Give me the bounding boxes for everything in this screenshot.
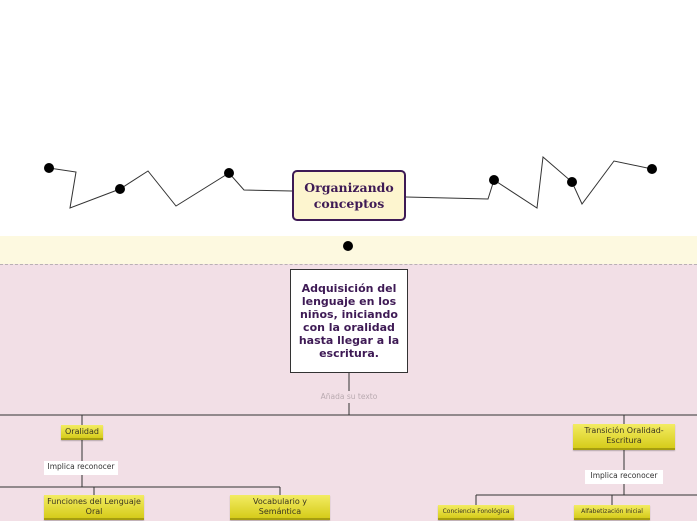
floating-node-dot[interactable]	[44, 163, 54, 173]
relation-label-implica[interactable]: Implica reconocer	[585, 470, 663, 484]
floating-node-dot[interactable]	[343, 241, 353, 251]
main-topic[interactable]: Adquisición del lenguaje en los niños, i…	[290, 269, 408, 373]
subtopic-text: Vocabulario y Semántica	[252, 496, 307, 516]
right-zigzag-line	[405, 156, 653, 209]
subtopic-vocabulario[interactable]: Vocabulario y Semántica	[230, 495, 330, 520]
floating-node-dot[interactable]	[115, 184, 125, 194]
relation-label-text: Implica reconocer	[590, 471, 658, 480]
placeholder-text: Añada su texto	[320, 392, 378, 401]
add-text-placeholder[interactable]: Añada su texto	[308, 391, 390, 403]
subtopic-text: Alfabetización Inicial	[581, 507, 643, 515]
subtopic-oralidad[interactable]: Oralidad	[61, 425, 103, 440]
subtopic-alfabetizacion[interactable]: Alfabetización Inicial	[574, 505, 650, 520]
subtopic-text: Transición Oralidad-Escritura	[584, 426, 664, 445]
central-topic[interactable]: Organizando conceptos	[292, 170, 406, 221]
floating-node-dot[interactable]	[224, 168, 234, 178]
floating-node-dot[interactable]	[567, 177, 577, 187]
subtopic-transicion[interactable]: Transición Oralidad-Escritura	[573, 424, 675, 450]
central-topic-text: Organizando conceptos	[304, 179, 394, 211]
subtopic-text: Conciencia Fonológica	[442, 507, 510, 515]
floating-node-dot[interactable]	[489, 175, 499, 185]
main-topic-text: Adquisición del lenguaje en los niños, i…	[298, 282, 400, 360]
subtopic-text: Funciones del Lenguaje Oral	[47, 496, 141, 516]
subtopic-conciencia[interactable]: Conciencia Fonológica	[438, 505, 514, 520]
relation-label-text: Implica reconocer	[47, 462, 115, 471]
left-zigzag-line	[48, 167, 293, 209]
floating-node-dot[interactable]	[647, 164, 657, 174]
subtopic-text: Oralidad	[65, 426, 99, 436]
subtopic-funciones[interactable]: Funciones del Lenguaje Oral	[44, 495, 144, 520]
relation-label-implica[interactable]: Implica reconocer	[44, 461, 118, 475]
